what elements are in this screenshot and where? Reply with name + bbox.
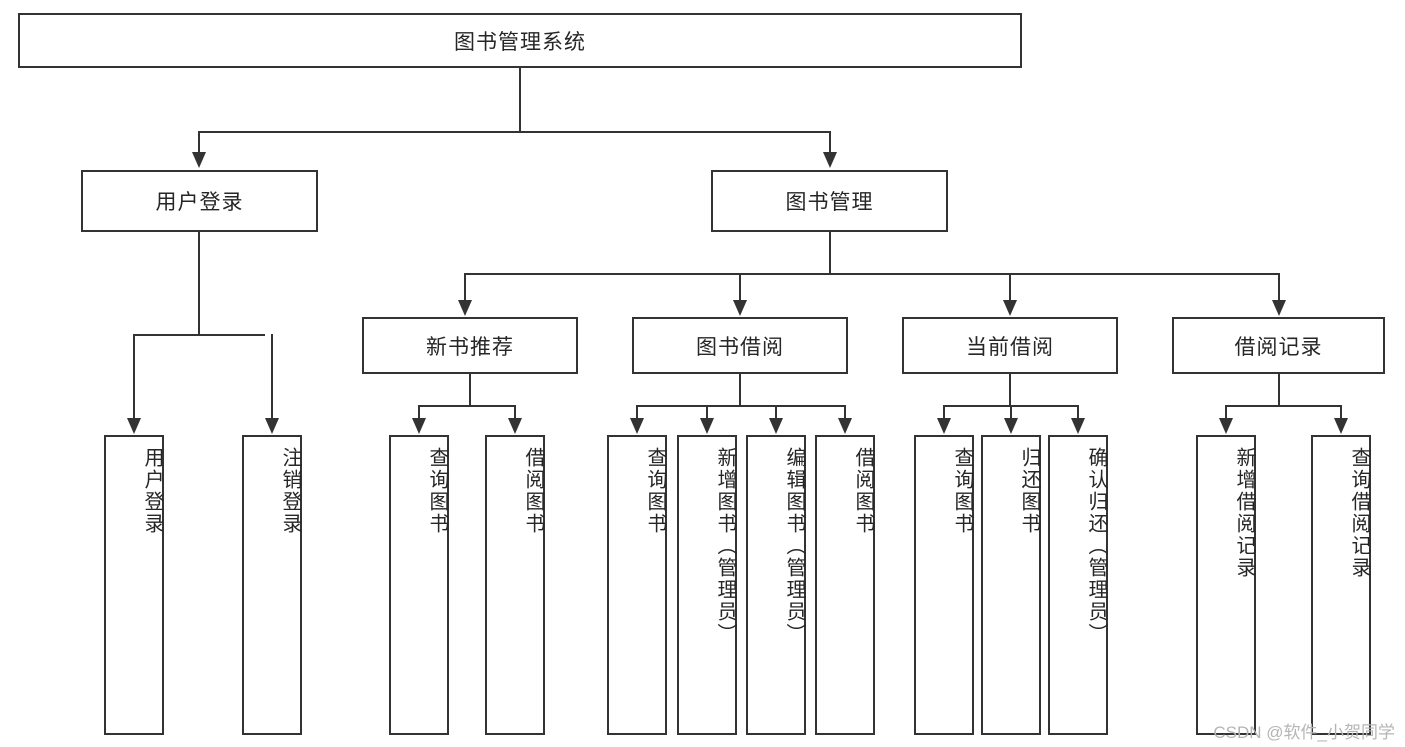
- node-user-login[interactable]: 用户登录: [81, 170, 318, 232]
- connector-book-borrow-to-leaf-1: [636, 405, 638, 419]
- leaf-current-borrow-1-label: 查询图书: [951, 447, 973, 535]
- leaf-borrow-record-1-label: 新增借阅记录: [1233, 447, 1255, 579]
- node-root-label: 图书管理系统: [454, 30, 586, 54]
- leaf-current-borrow-3-label: 确认归还（管理员）: [1085, 447, 1107, 645]
- connector-book-borrow-stem: [739, 374, 741, 406]
- arrow-current-borrow-to-leaf-3: [1071, 418, 1085, 434]
- leaf-book-borrow-4-label: 借阅图书: [852, 447, 874, 535]
- arrow-book-manage-to-current-borrow: [1003, 300, 1017, 316]
- node-root[interactable]: 图书管理系统: [18, 13, 1022, 68]
- connector-root-splitter: [198, 131, 831, 133]
- arrow-user-login-to-leaf-2: [265, 418, 279, 434]
- connector-root-to-book-manage: [829, 131, 831, 153]
- node-book-manage[interactable]: 图书管理: [711, 170, 948, 232]
- arrow-root-to-book-manage: [823, 152, 837, 168]
- arrow-book-borrow-to-leaf-3: [769, 418, 783, 434]
- connector-book-borrow-splitter: [636, 405, 845, 407]
- arrow-new-book-to-leaf-1: [412, 418, 426, 434]
- node-book-manage-label: 图书管理: [785, 191, 874, 214]
- node-user-login-label: 用户登录: [155, 191, 244, 214]
- connector-book-manage-to-current-borrow: [1009, 273, 1011, 301]
- connector-borrow-record-splitter: [1225, 405, 1341, 407]
- arrow-user-login-to-leaf-1: [127, 418, 141, 434]
- arrow-current-borrow-to-leaf-1: [937, 418, 951, 434]
- leaf-borrow-record-2-label: 查询借阅记录: [1348, 447, 1370, 579]
- leaf-new-book-1[interactable]: 查询图书: [389, 435, 449, 735]
- connector-root-stem: [519, 68, 521, 131]
- arrow-borrow-record-to-leaf-2: [1334, 418, 1348, 434]
- arrow-book-manage-to-book-borrow: [733, 300, 747, 316]
- leaf-user-login-2[interactable]: 注销登录: [242, 435, 302, 735]
- leaf-current-borrow-3[interactable]: 确认归还（管理员）: [1048, 435, 1108, 735]
- connector-user-login-to-leaf-1: [133, 334, 135, 419]
- arrow-new-book-to-leaf-2: [508, 418, 522, 434]
- node-new-book-recommend[interactable]: 新书推荐: [362, 317, 578, 374]
- arrow-current-borrow-to-leaf-2: [1004, 418, 1018, 434]
- arrow-book-borrow-to-leaf-2: [700, 418, 714, 434]
- leaf-book-borrow-1[interactable]: 查询图书: [607, 435, 667, 735]
- connector-book-manage-splitter: [464, 273, 1278, 275]
- connector-new-book-to-leaf-1: [418, 405, 420, 419]
- connector-borrow-record-to-leaf-2: [1340, 405, 1342, 419]
- arrow-book-borrow-to-leaf-4: [838, 418, 852, 434]
- leaf-borrow-record-2[interactable]: 查询借阅记录: [1311, 435, 1371, 735]
- leaf-current-borrow-2[interactable]: 归还图书: [981, 435, 1041, 735]
- arrow-book-manage-to-borrow-record: [1272, 300, 1286, 316]
- arrow-book-manage-to-new-book: [458, 300, 472, 316]
- leaf-new-book-2-label: 借阅图书: [522, 447, 544, 535]
- connector-book-manage-to-borrow-record: [1278, 273, 1280, 301]
- leaf-new-book-1-label: 查询图书: [426, 447, 448, 535]
- leaf-book-borrow-3-label: 编辑图书（管理员）: [783, 447, 805, 645]
- leaf-current-borrow-1[interactable]: 查询图书: [914, 435, 974, 735]
- node-borrow-record[interactable]: 借阅记录: [1172, 317, 1385, 374]
- leaf-book-borrow-1-label: 查询图书: [644, 447, 666, 535]
- connector-borrow-record-stem: [1278, 374, 1280, 406]
- leaf-current-borrow-2-label: 归还图书: [1018, 447, 1040, 535]
- connector-user-login-splitter: [133, 334, 265, 336]
- connector-book-borrow-to-leaf-4: [844, 405, 846, 419]
- connector-user-login-to-leaf-2: [271, 334, 273, 419]
- connector-borrow-record-to-leaf-1: [1225, 405, 1227, 419]
- leaf-book-borrow-4[interactable]: 借阅图书: [815, 435, 875, 735]
- connector-current-borrow-to-leaf-3: [1077, 405, 1079, 419]
- connector-book-borrow-to-leaf-2: [706, 405, 708, 419]
- leaf-borrow-record-1[interactable]: 新增借阅记录: [1196, 435, 1256, 735]
- leaf-book-borrow-2-label: 新增图书（管理员）: [714, 447, 736, 645]
- leaf-user-login-2-label: 注销登录: [279, 447, 301, 535]
- connector-book-manage-to-book-borrow: [739, 273, 741, 301]
- leaf-user-login-1[interactable]: 用户登录: [104, 435, 164, 735]
- leaf-new-book-2[interactable]: 借阅图书: [485, 435, 545, 735]
- arrow-borrow-record-to-leaf-1: [1219, 418, 1233, 434]
- connector-book-manage-to-new-book: [464, 273, 466, 301]
- watermark-text: CSDN @软件_小贺同学: [1213, 723, 1395, 742]
- node-borrow-record-label: 借阅记录: [1234, 335, 1323, 359]
- arrow-book-borrow-to-leaf-1: [630, 418, 644, 434]
- connector-new-book-to-leaf-2: [514, 405, 516, 419]
- connector-user-login-stem: [198, 232, 200, 335]
- node-book-borrow[interactable]: 图书借阅: [632, 317, 848, 374]
- node-current-borrow[interactable]: 当前借阅: [902, 317, 1118, 374]
- connector-current-borrow-to-leaf-2: [1010, 405, 1012, 419]
- connector-book-borrow-to-leaf-3: [775, 405, 777, 419]
- arrow-root-to-user-login: [192, 152, 206, 168]
- leaf-book-borrow-2[interactable]: 新增图书（管理员）: [677, 435, 737, 735]
- connector-current-borrow-stem: [1009, 374, 1011, 406]
- connector-new-book-stem: [469, 374, 471, 406]
- leaf-book-borrow-3[interactable]: 编辑图书（管理员）: [746, 435, 806, 735]
- connector-new-book-splitter: [418, 405, 516, 407]
- node-current-borrow-label: 当前借阅: [966, 335, 1054, 359]
- leaf-user-login-1-label: 用户登录: [141, 447, 163, 535]
- connector-root-to-user-login: [198, 131, 200, 153]
- connector-book-manage-stem: [829, 232, 831, 274]
- node-book-borrow-label: 图书借阅: [696, 335, 784, 359]
- node-new-book-recommend-label: 新书推荐: [426, 335, 514, 359]
- connector-current-borrow-to-leaf-1: [943, 405, 945, 419]
